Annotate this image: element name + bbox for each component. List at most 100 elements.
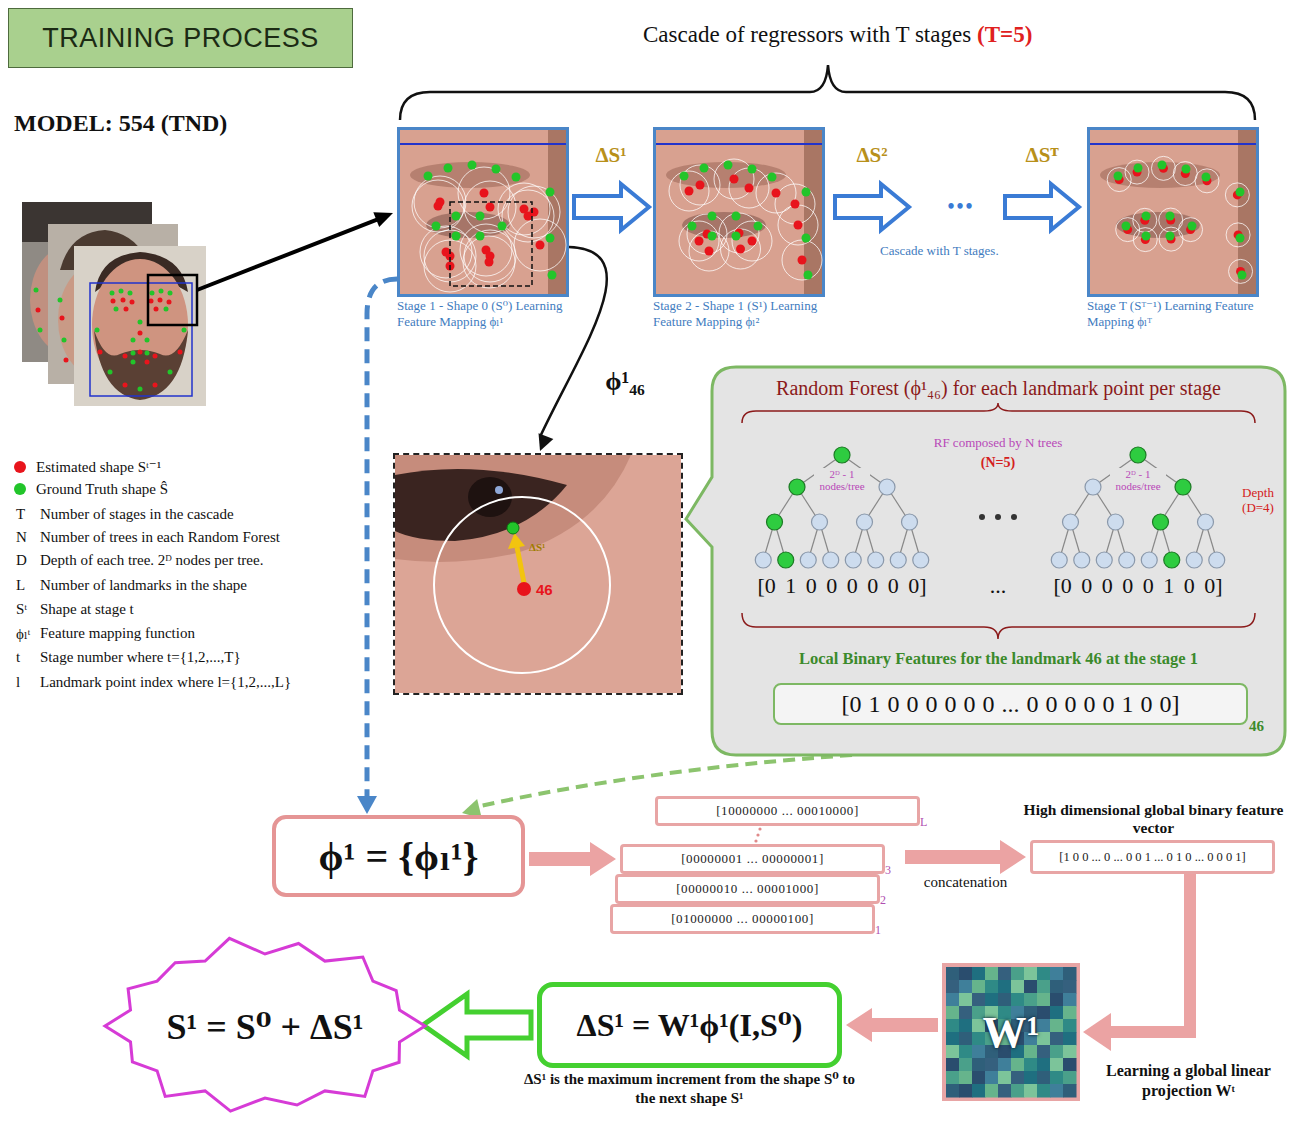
block-arrow: [846, 1008, 938, 1042]
input-photos-part: [130, 300, 135, 305]
estimated-point: [696, 181, 705, 190]
truth-point: [476, 232, 485, 241]
input-photos-part: [168, 291, 173, 296]
estimated-point: [486, 203, 495, 212]
tree-node: [868, 552, 884, 568]
matrix-cell: [1063, 1084, 1077, 1098]
legend-text: Ground Truth shape Ŝ: [36, 481, 168, 497]
matrix-cell: [946, 1045, 960, 1059]
edge-label: ΔS¹: [592, 143, 629, 168]
stage-panel: Stage T (Sᵀ⁻¹) Learning Feature Mapping …: [1087, 127, 1259, 297]
legend-symbol: t: [16, 649, 20, 666]
feature-radius: [732, 221, 772, 261]
truth-point: [492, 165, 501, 174]
truth-point: [1134, 164, 1143, 173]
truth-point: [732, 232, 741, 241]
feature-radius: [502, 190, 554, 242]
matrix-cell: [1011, 1084, 1025, 1098]
matrix-cell: [959, 1032, 973, 1046]
legend-definition: Number of trees in each Random Forest: [40, 529, 280, 546]
matrix-cell: [1050, 967, 1064, 981]
matrix-cell: [972, 993, 986, 1007]
feature-radius: [1179, 218, 1203, 242]
feature-radius: [680, 165, 720, 205]
estimated-point: [730, 175, 739, 184]
stage-panel-drawing: [656, 130, 822, 294]
feature-radius: [721, 229, 761, 269]
stage-panel: Stage 2 - Shape 1 (S¹) Learning Feature …: [653, 127, 825, 297]
estimated-point: [480, 189, 489, 198]
feature-radius: [1133, 228, 1157, 252]
input-photos-part: [119, 289, 124, 294]
truth-point: [432, 222, 441, 231]
truth-point: [802, 234, 811, 243]
matrix-cell: [1024, 967, 1038, 981]
matrix-cell: [946, 967, 960, 981]
binary-vector-box: [00000001 ... 00000001]3: [620, 844, 885, 874]
input-photos-part: [34, 288, 39, 293]
matrix-cell: [946, 993, 960, 1007]
matrix-cell: [1050, 1019, 1064, 1033]
tree-node: [1153, 514, 1169, 530]
zoom-panel: ΔS¹46: [393, 453, 683, 695]
legend-definition: Stage number where t={1,2,...,T}: [40, 649, 241, 666]
matrix-cell: [972, 967, 986, 981]
feature-radius: [460, 224, 512, 276]
input-photos-part: [131, 338, 136, 343]
truth-point: [700, 164, 709, 173]
tree-node: [778, 552, 794, 568]
matrix-cell: [998, 1071, 1012, 1085]
ellipsis-dot: [995, 514, 1001, 520]
zoom-panel-drawing: [395, 455, 681, 693]
zoom-arrow-part: [373, 212, 393, 227]
feature-radius: [1229, 259, 1253, 283]
formula: ϕ¹ = {ϕₗ¹}: [319, 832, 479, 880]
matrix-cell: [998, 993, 1012, 1007]
input-photos-part: [159, 289, 164, 294]
feature-radius: [1195, 169, 1219, 193]
matrix-cell: [1024, 1071, 1038, 1085]
feature-radius: [1173, 162, 1197, 186]
zoom-region: [450, 202, 532, 286]
matrix-cell: [1063, 1058, 1077, 1072]
ellipsis: ...: [968, 573, 1028, 599]
vector-stack-dots-part: [756, 833, 759, 836]
legend-symbol: ϕₗᵗ: [16, 625, 30, 643]
matrix-cell: [959, 967, 973, 981]
binary-vector: [00000001 ... 00000001]: [681, 851, 824, 867]
tree-count: (N=5): [948, 455, 1048, 471]
lid-shade: [395, 455, 631, 562]
matrix-cell: [1050, 1006, 1064, 1020]
legend-text: Estimated shape Sᵗ⁻¹: [36, 459, 161, 475]
matrix-cell: [959, 1058, 973, 1072]
tree-size-note: 2ᴰ - 1 nodes/tree: [814, 468, 870, 492]
matrix-cell: [946, 1071, 960, 1085]
input-photos-part: [114, 307, 119, 312]
matrix-cell: [1011, 1071, 1025, 1085]
hair: [548, 130, 566, 294]
input-photos-part: [94, 330, 188, 400]
estimated-point: [695, 237, 704, 246]
tree-node: [1119, 552, 1135, 568]
tree-node: [1198, 514, 1214, 530]
tree-node: [834, 447, 850, 463]
legend-symbol: L: [16, 577, 25, 594]
truth-point: [468, 161, 477, 170]
truth-point: [708, 232, 717, 241]
feature-radius: [412, 180, 464, 232]
skin: [656, 130, 822, 294]
legend-swatch: [14, 461, 26, 473]
delta-arrowhead: [508, 533, 525, 549]
callout-title: Random Forest (ϕ¹₄₆) for each landmark p…: [712, 377, 1285, 400]
tree-size-note: 2ᴰ - 1 nodes/tree: [1110, 468, 1166, 492]
legend-symbol: N: [16, 529, 27, 546]
matrix-cell: [1050, 1032, 1064, 1046]
input-photos-part: [110, 291, 115, 296]
legend-definition: Number of stages in the cascade: [40, 506, 234, 523]
tree-node: [767, 514, 783, 530]
binary-vector: [00000010 ... 00001000]: [676, 881, 819, 897]
feature-radius: [1225, 183, 1249, 207]
result-formula: S¹ = S⁰ + ΔS¹: [166, 1005, 363, 1048]
truth-point: [1122, 222, 1131, 231]
block-arrow: [529, 842, 616, 876]
